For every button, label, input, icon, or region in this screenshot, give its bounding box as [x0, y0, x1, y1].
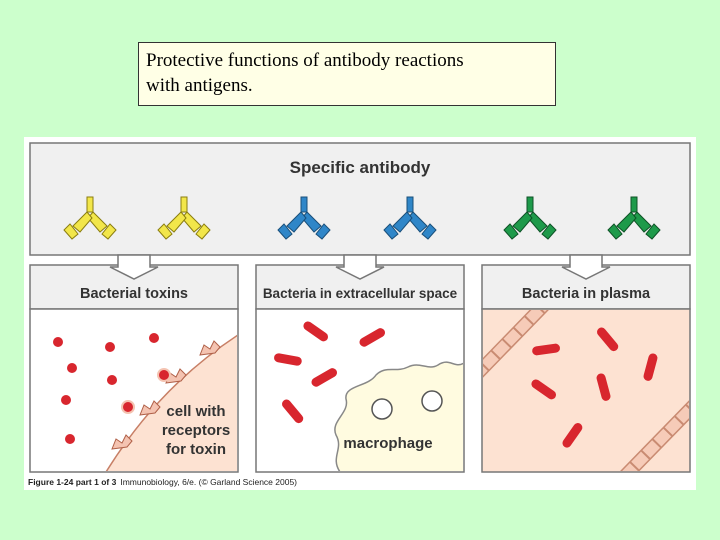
toxin-dot — [53, 337, 63, 347]
panel-title-extracellular: Bacteria in extracellular space — [263, 286, 458, 301]
bacterium — [303, 321, 328, 342]
receptor-icon — [139, 400, 161, 416]
arrow-down-icon — [109, 254, 159, 280]
panel-extracellular: macrophage — [255, 308, 465, 473]
bacterium — [531, 379, 556, 400]
bacterium — [532, 343, 560, 356]
bacterium — [562, 423, 583, 448]
toxin-dot — [61, 395, 71, 405]
toxin-dot — [107, 375, 117, 385]
bacterium — [596, 373, 611, 401]
macrophage-cell — [334, 361, 463, 471]
endothelial-cells — [483, 310, 547, 376]
arrow-down-icon — [561, 254, 611, 280]
caption-line-1: Protective functions of antibody reactio… — [146, 50, 464, 71]
endothelial-cells — [622, 402, 689, 471]
banner-title: Specific antibody — [290, 158, 431, 177]
macrophage-label: macrophage — [343, 435, 432, 452]
caption-line-2: with antigens. — [146, 75, 253, 96]
caption-box: Protective functions of antibody reactio… — [138, 42, 556, 106]
panel-title-plasma: Bacteria in plasma — [522, 286, 651, 302]
footer-figure-number: Figure 1-24 part 1 of 3 — [28, 477, 117, 487]
panel-toxins: cell with receptors for toxin — [29, 308, 239, 473]
panel-titles: Bacterial toxins Bacteria in extracellul… — [29, 254, 691, 310]
bacterium — [282, 399, 304, 424]
panel-plasma — [481, 308, 691, 473]
bacterium — [597, 327, 619, 352]
footer-credit: Immunobiology, 6/e. (© Garland Science 2… — [120, 477, 297, 487]
toxin-dot — [149, 333, 159, 343]
vacuole — [371, 398, 393, 420]
arrow-down-icon — [335, 254, 385, 280]
top-banner: Specific antibody — [29, 142, 691, 256]
bacterium — [311, 368, 337, 387]
host-cell — [105, 334, 237, 471]
receptor-icon — [111, 434, 133, 450]
cell-label-1: cell with — [166, 403, 225, 420]
cell-label-3: for toxin — [166, 441, 226, 458]
panel-title-toxins: Bacterial toxins — [80, 286, 188, 302]
toxin-dot — [157, 368, 171, 382]
receptor-icon — [199, 340, 221, 356]
bacterium — [643, 353, 658, 381]
toxin-dot — [67, 363, 77, 373]
vacuole — [421, 390, 443, 412]
toxin-dot — [65, 434, 75, 444]
top-banner-box — [29, 142, 691, 256]
antibody-figure: Specific antibody Bacterial toxins Bacte… — [24, 137, 696, 490]
toxin-dot — [121, 400, 135, 414]
cell-label-2: receptors — [162, 422, 230, 439]
bacterium — [359, 328, 385, 347]
bacterium — [274, 353, 302, 366]
figure-svg: Specific antibody Bacterial toxins Bacte… — [28, 142, 691, 487]
toxin-dot — [105, 342, 115, 352]
